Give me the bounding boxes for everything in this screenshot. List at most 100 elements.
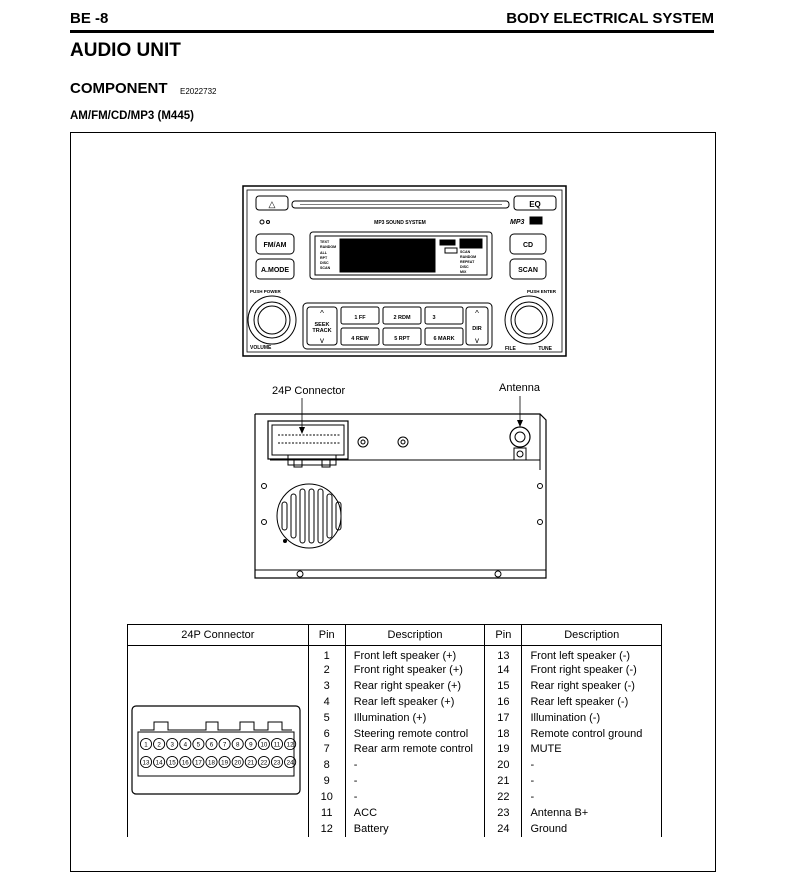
pin-number: 16	[484, 693, 523, 710]
display-window	[309, 231, 493, 280]
scan-button	[509, 258, 547, 280]
connector-pin-number: 6	[210, 742, 214, 749]
volume-knob	[247, 295, 297, 345]
pin-number: 18	[484, 725, 523, 742]
preset-4: 4 REW	[351, 336, 369, 342]
display-right-1: RANDOM	[460, 255, 476, 259]
pin-number: 1	[307, 645, 346, 662]
connector-pin-number: 5	[197, 742, 201, 749]
display-left-4: DISC	[320, 261, 329, 265]
connector-face	[137, 731, 295, 777]
display-left-1: RANDOM	[320, 245, 336, 249]
connector-pin-number: 13	[143, 760, 150, 767]
table-row: 2 Front right speaker (+) 14 Front right…	[128, 662, 662, 678]
pin-table-header: 24P Connector Pin Description Pin Descri…	[127, 624, 662, 646]
connector-pin-number: 11	[274, 742, 281, 749]
pin-description: ACC	[344, 805, 486, 821]
connector-pin	[179, 756, 192, 769]
fm-am-label: FM/AM	[264, 242, 287, 249]
pin-number: 6	[307, 725, 346, 742]
display-right-4: MIX	[460, 270, 467, 274]
antenna-jack	[509, 426, 531, 448]
pin-description: Antenna B+	[521, 805, 662, 821]
pin-description: Illumination (-)	[521, 709, 662, 726]
table-row: 10 - 22 -	[128, 789, 662, 806]
table-row: 11 ACC 23 Antenna B+	[128, 805, 662, 821]
page-number: BE -8	[70, 10, 109, 27]
connector-pin	[205, 738, 218, 751]
pin-description: Rear right speaker (-)	[521, 677, 662, 694]
connector-pin	[257, 756, 270, 769]
connector-callout: 24P Connector	[272, 385, 346, 397]
cd-slot	[291, 200, 510, 209]
pin-description: -	[344, 757, 486, 774]
preset-1: 1 FF	[354, 315, 366, 321]
connector-pin-number: 9	[249, 742, 253, 749]
component-code: E2022732	[180, 87, 217, 96]
connector-pin-number: 10	[260, 742, 267, 749]
connector-pin	[244, 756, 257, 769]
pin-description: Front right speaker (+)	[344, 662, 486, 678]
rear-unit	[254, 396, 547, 579]
pin-number: 22	[484, 789, 523, 806]
connector-key	[140, 721, 292, 731]
connector-pin-number: 16	[182, 760, 189, 767]
table-row: 8 - 20 -	[128, 757, 662, 774]
display-left-2: ALL	[320, 251, 328, 255]
connector-pin-number: 3	[170, 742, 174, 749]
pin-description: -	[521, 789, 662, 806]
page-title: AUDIO UNIT	[70, 40, 181, 61]
pin-description: Rear right speaker (+)	[344, 677, 486, 694]
connector-pin	[284, 756, 297, 769]
pin-number: 11	[307, 805, 346, 821]
pin-description: Illumination (+)	[344, 709, 486, 726]
connector-pin-number: 21	[247, 760, 254, 767]
connector-pin	[244, 738, 257, 751]
cd-label: CD	[523, 242, 533, 249]
connector-pin	[192, 738, 205, 751]
pin-number: 2	[307, 662, 346, 678]
table-row: 12 Battery 24 Ground	[128, 820, 662, 837]
pin-number: 4	[307, 693, 346, 710]
pin-description: Remote control ground	[521, 725, 662, 742]
display-right-3: DISC	[460, 265, 469, 269]
table-row: 5 Illumination (+) 17 Illumination (-)	[128, 709, 662, 726]
col-desc-b: Description	[521, 624, 662, 646]
pin-description: -	[344, 789, 486, 806]
seek-track-label: SEEK	[315, 322, 330, 328]
pin-description: Steering remote control	[344, 725, 486, 742]
a-mode-label: A.MODE	[261, 267, 289, 274]
pin-description: MUTE	[521, 741, 662, 758]
connector-pin-number: 19	[221, 760, 228, 767]
pin-description: Front left speaker (-)	[521, 645, 662, 662]
file-label: FILE	[505, 346, 516, 352]
connector-pin	[153, 738, 166, 751]
connector-pin-number: 23	[274, 760, 281, 767]
connector-pin	[139, 738, 153, 751]
pin-number: 7	[307, 741, 346, 758]
display-left-3: RPT	[320, 256, 328, 260]
tune-label: TUNE	[538, 346, 552, 352]
connector-pin-number: 22	[260, 760, 267, 767]
pin-number: 3	[307, 677, 346, 694]
connector-pin	[192, 756, 205, 769]
eject-icon: △	[269, 199, 276, 209]
pin-description: -	[521, 757, 662, 774]
component-heading: COMPONENT	[70, 80, 168, 97]
mp3-logo: MP3	[510, 219, 525, 226]
preset-5: 5 RPT	[394, 336, 410, 342]
connector-pin	[166, 756, 179, 769]
svg-text:^: ^	[320, 309, 324, 318]
connector-pin	[270, 756, 284, 769]
pin-number: 5	[307, 709, 346, 726]
pin-number: 14	[484, 662, 523, 678]
display-left-5: SCAN	[320, 266, 331, 270]
cd-button	[509, 233, 547, 255]
connector-pin-number: 12	[287, 742, 294, 749]
connector-pin	[270, 738, 284, 751]
pin-number: 19	[484, 741, 523, 758]
connector-pin-number: 1	[144, 742, 148, 749]
section-title: BODY ELECTRICAL SYSTEM	[506, 10, 714, 27]
